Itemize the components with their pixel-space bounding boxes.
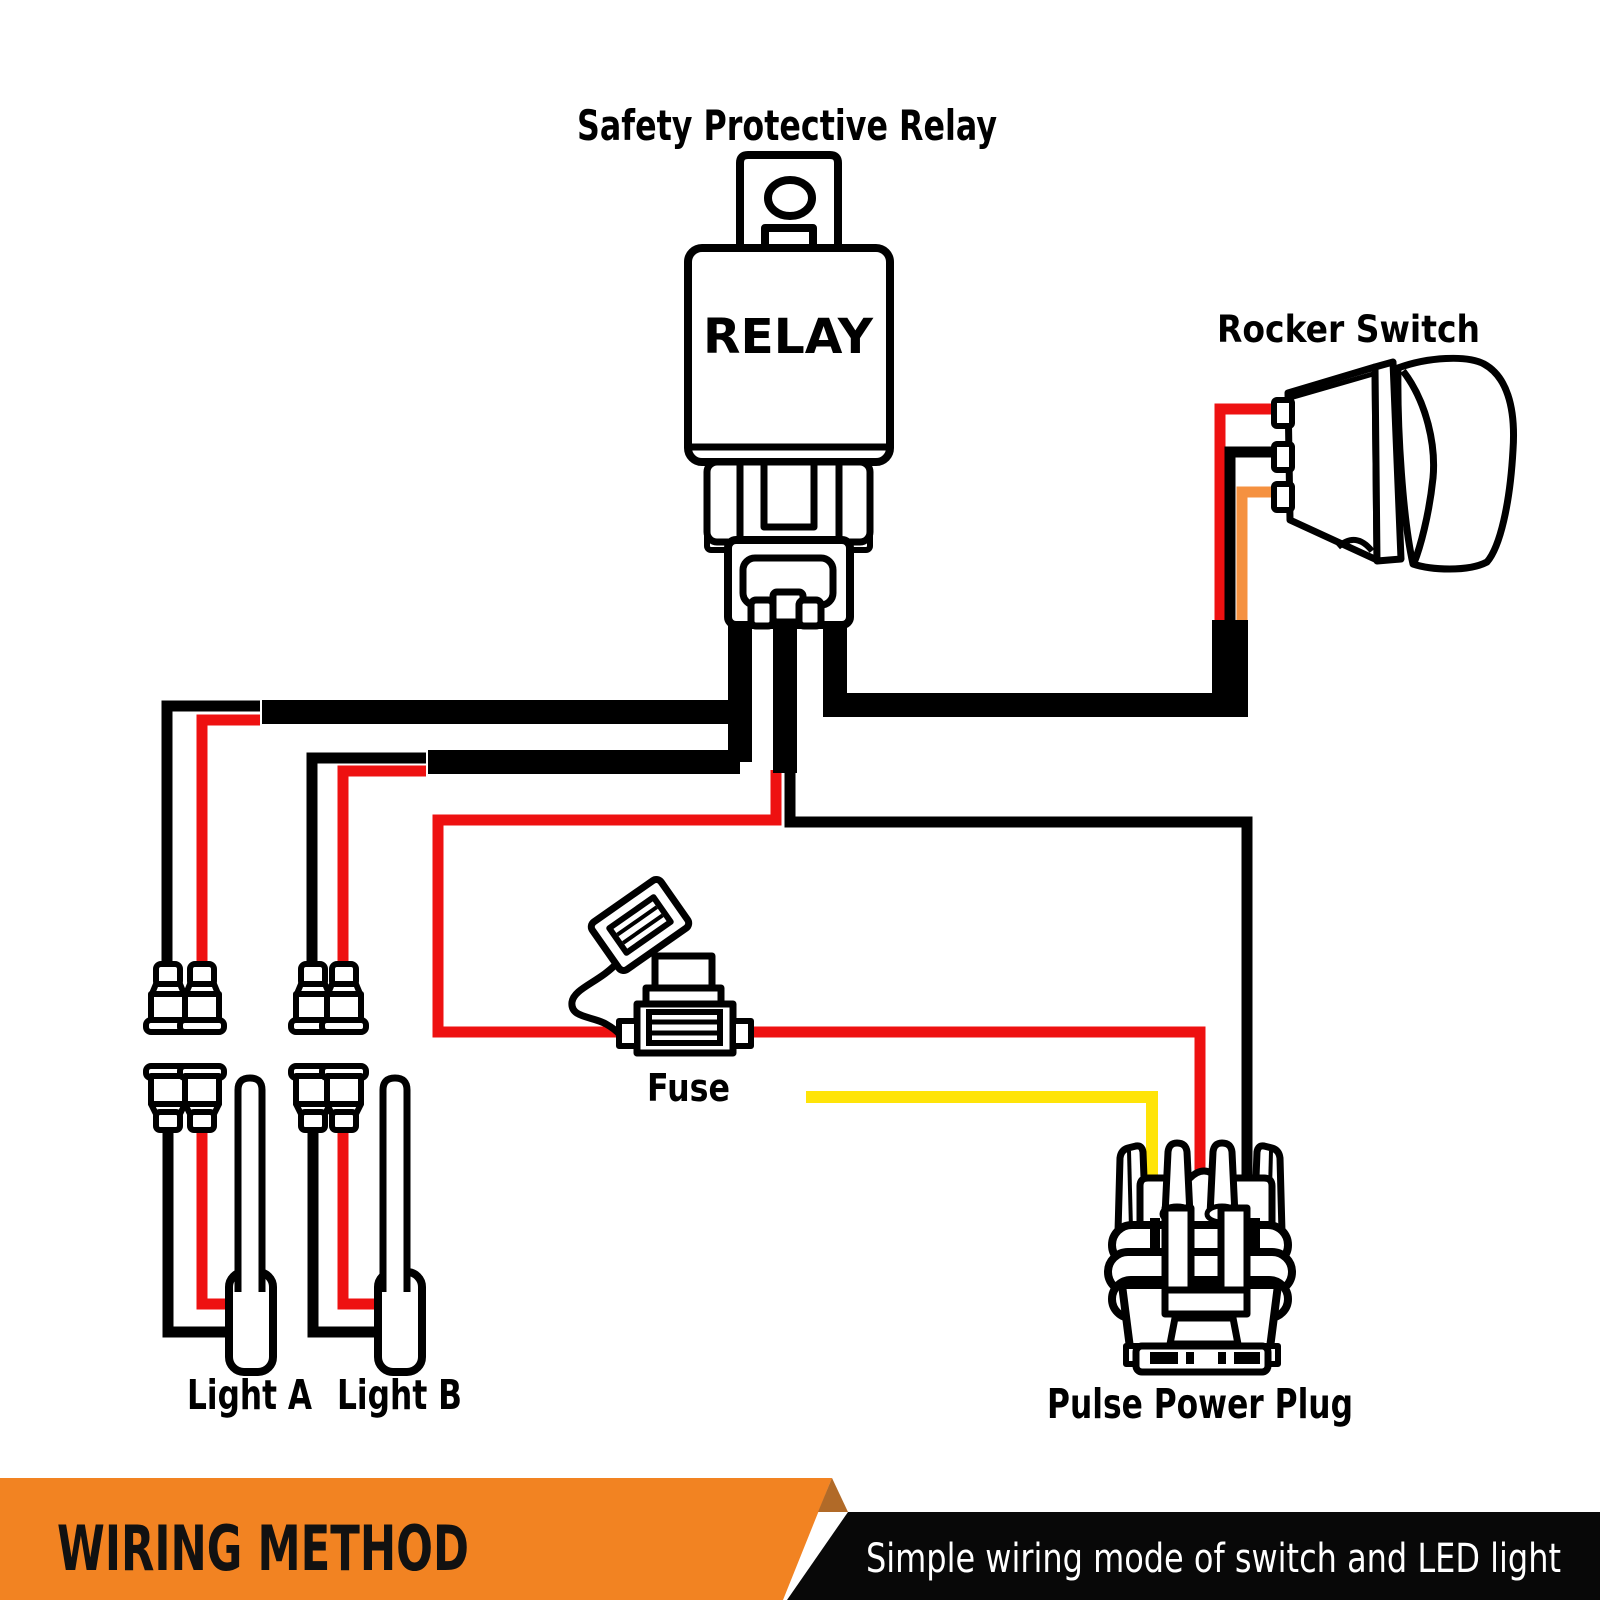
wire-black-lightA-pigtail	[162, 1126, 236, 1338]
banner-black-band	[787, 1512, 1600, 1600]
light-a-rod	[234, 1074, 266, 1292]
bottom-banner: WIRING METHOD Simple wiring mode of swit…	[0, 1478, 1600, 1600]
rocker-button-face-curve	[1400, 368, 1438, 565]
label-light-b: Light B	[337, 1371, 462, 1419]
fuse-holder-tab-left	[616, 1018, 640, 1049]
rocker-bezel	[1371, 358, 1405, 565]
label-fuse: Fuse	[647, 1066, 730, 1110]
fuse-cap	[587, 876, 693, 974]
wire-red-lightA-pigtail	[196, 1126, 236, 1310]
wire-orange-rocker	[1236, 486, 1283, 628]
banner-heading: WIRING METHOD	[57, 1512, 469, 1585]
thick-harness-wires	[262, 618, 1248, 774]
light-b	[374, 1074, 426, 1376]
plug-rail-right	[1217, 1204, 1251, 1298]
rocker-terminal-1	[1271, 397, 1295, 429]
banner-orange-band	[0, 1478, 832, 1600]
plug-foot-4	[1234, 1352, 1260, 1364]
rocker-switch-pivot-notch	[1336, 537, 1375, 553]
wire-black-lightB-feed	[306, 752, 426, 966]
fuse-holder-tab-right	[730, 1018, 754, 1049]
fuse-lead-curve	[568, 959, 623, 1038]
diagram-labels: Safety Protective Relay Rocker Switch Fu…	[187, 101, 1480, 1428]
harness-left-branch	[262, 618, 752, 774]
fuse-holder-window	[646, 1009, 723, 1046]
wire-red-rocker	[1214, 403, 1283, 628]
relay-mounting-hole	[764, 176, 816, 220]
wire-red-lightA-feed	[196, 714, 260, 966]
harness-right-branch	[823, 618, 1230, 717]
banner-subtitle: Simple wiring mode of switch and LED lig…	[866, 1536, 1561, 1582]
plug-wing-left-line	[1127, 1150, 1133, 1230]
fuse-cap-window	[606, 894, 674, 956]
wire-black-relay-to-plug	[784, 770, 1253, 1190]
rocker-terminal-3	[1271, 481, 1295, 513]
relay-socket-tab-right	[795, 596, 825, 630]
light-a	[225, 1074, 277, 1376]
label-pulse-power-plug: Pulse Power Plug	[1047, 1380, 1353, 1428]
female-terminal-b-red	[322, 964, 366, 1032]
plug-rail-tick-left	[1150, 1218, 1160, 1250]
wire-yellow-to-plug	[806, 1091, 1158, 1190]
harness-output-terminals	[146, 964, 366, 1032]
relay-socket-tab-left	[747, 596, 777, 630]
fuse-cap-stripes	[616, 905, 664, 945]
wire-red-relay-to-fuse	[432, 770, 782, 1038]
female-terminal-a-red	[180, 964, 224, 1032]
relay-terminal-slot-lines	[736, 462, 843, 542]
relay-terminal-center-slot	[760, 458, 818, 531]
fuse-holder-stripes	[649, 1019, 720, 1036]
plug-rail-left	[1161, 1204, 1195, 1298]
male-terminal-b-red	[322, 1066, 366, 1130]
title-safety-protective-relay: Safety Protective Relay	[577, 101, 997, 150]
plug-pin-2	[1161, 1139, 1194, 1219]
plug-crossbar	[1161, 1286, 1251, 1318]
thin-wires	[161, 403, 1283, 1338]
wire-black-lightA-feed	[161, 700, 260, 966]
label-rocker-switch: Rocker Switch	[1217, 308, 1480, 351]
wire-red-fuse-to-plug	[748, 1026, 1206, 1190]
pulse-power-plug	[1104, 1139, 1296, 1376]
banner-fold-triangle	[818, 1478, 848, 1512]
rocker-switch-housing-edge	[1289, 371, 1374, 401]
relay-text: RELAY	[703, 309, 874, 365]
plug-rail-tick-right	[1250, 1218, 1260, 1250]
wire-black-rocker	[1224, 446, 1283, 628]
plug-pin-3	[1206, 1139, 1239, 1219]
male-terminal-a-red	[180, 1066, 224, 1130]
wire-red-lightB-pigtail	[337, 1126, 381, 1310]
label-light-a: Light A	[187, 1371, 312, 1419]
fuse	[568, 876, 754, 1057]
plug-foot-3	[1218, 1352, 1226, 1364]
fuse-holder-top	[651, 952, 716, 992]
rocker-terminal-2	[1271, 441, 1295, 473]
plug-foot-2	[1186, 1352, 1194, 1364]
wire-red-lightB-feed	[337, 765, 426, 966]
light-b-rod	[379, 1074, 411, 1292]
rocker-switch	[1271, 354, 1517, 573]
wire-black-lightB-pigtail	[307, 1126, 381, 1338]
relay: RELAY	[684, 151, 894, 630]
plug-lower-inset	[1166, 1314, 1242, 1348]
plug-foot-1	[1150, 1352, 1178, 1364]
